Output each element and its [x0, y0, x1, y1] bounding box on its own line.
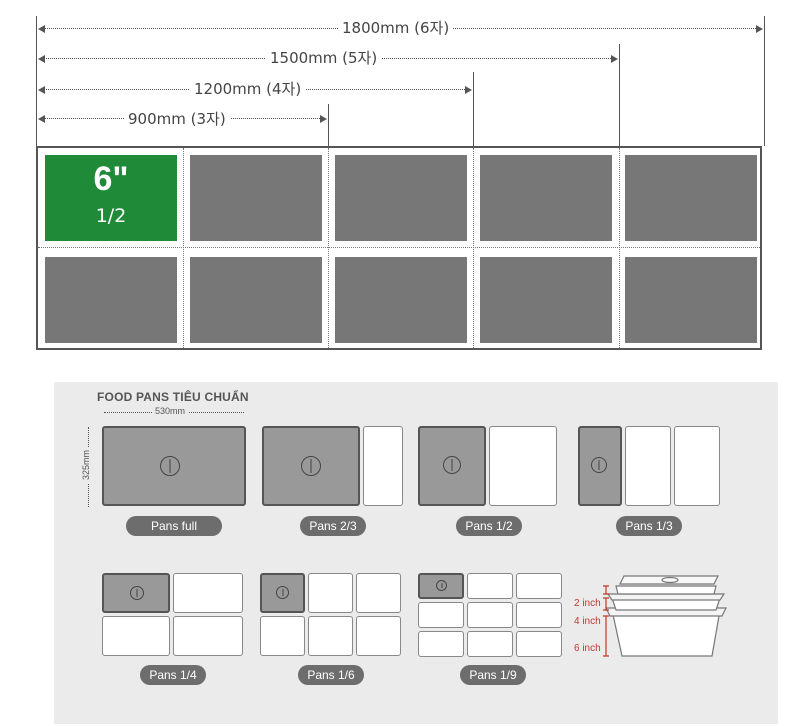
pan-slot-empty	[625, 426, 671, 506]
handle-icon	[130, 586, 144, 600]
pan-slot-empty	[467, 573, 513, 599]
pan-label-1-6: Pans 1/6	[298, 665, 364, 685]
guide-line-0	[36, 16, 37, 146]
pan-slot-empty	[173, 616, 243, 656]
arrow-left-icon	[38, 86, 45, 94]
dim-1200-label: 1200mm (4자)	[190, 80, 306, 98]
depth-label-2: 2 inch	[574, 598, 601, 609]
food-pans-panel: FOOD PANS TIÊU CHUẨN 530mm 325mm Pans fu…	[54, 382, 778, 724]
pan-label-1-9: Pans 1/9	[460, 665, 526, 685]
pan-slot	[335, 257, 467, 343]
guide-line-1500	[619, 44, 620, 146]
pan-label-2-3: Pans 2/3	[300, 516, 366, 536]
pan-slot	[625, 257, 757, 343]
pan-slot-empty	[674, 426, 720, 506]
pan-slot-empty	[516, 573, 562, 599]
bay-divider	[183, 148, 184, 348]
arrow-right-icon	[756, 25, 763, 33]
arrow-left-icon	[38, 55, 45, 63]
pan-depth-label: 6"	[93, 160, 129, 198]
pan-slot-empty	[516, 602, 562, 628]
dim-900-label: 900mm (3자)	[124, 110, 230, 128]
pan-slot-empty	[418, 602, 464, 628]
pan-slot-empty	[467, 631, 513, 657]
handle-icon	[591, 457, 607, 473]
handle-icon	[436, 580, 447, 591]
handle-icon	[301, 456, 321, 476]
pan-slot-empty	[260, 616, 305, 656]
pan-depth-illustration	[603, 575, 727, 657]
arrow-right-icon	[320, 115, 327, 123]
pan-1-3-diagram	[578, 426, 622, 506]
pan-2-3-diagram	[262, 426, 360, 506]
pan-slot	[190, 155, 322, 241]
dim-1500-label: 1500mm (5자)	[266, 49, 382, 67]
bay-divider	[473, 148, 474, 348]
arrow-left-icon	[38, 25, 45, 33]
handle-icon	[443, 456, 461, 474]
pan-label-full: Pans full	[126, 516, 222, 536]
pan-slot-empty	[102, 616, 170, 656]
pan-1-4-diagram	[102, 573, 170, 613]
pan-slot-empty	[467, 602, 513, 628]
handle-icon	[276, 586, 289, 599]
pan-1-2-diagram	[418, 426, 486, 506]
pan-label-1-3: Pans 1/3	[616, 516, 682, 536]
pan-bay: 6" 1/2	[36, 146, 762, 350]
pan-full-diagram	[102, 426, 246, 506]
guide-line-900	[328, 104, 329, 146]
pan-slot-empty	[356, 616, 401, 656]
pan-slot-empty	[308, 616, 353, 656]
pan-label-1-2: Pans 1/2	[456, 516, 522, 536]
pan-slot-empty	[356, 573, 401, 613]
bay-divider	[328, 148, 329, 348]
pan-slot	[625, 155, 757, 241]
depth-label-4: 4 inch	[574, 616, 601, 627]
pan-slot-empty	[489, 426, 557, 506]
pan-slot-empty	[418, 631, 464, 657]
pan-1-6-diagram	[260, 573, 305, 613]
bay-divider	[619, 148, 620, 348]
dim-1800-label: 1800mm (6자)	[338, 19, 454, 37]
pan-1-9-diagram	[418, 573, 464, 599]
guide-line-1200	[473, 72, 474, 146]
bay-row-divider	[38, 247, 760, 248]
panel-title: FOOD PANS TIÊU CHUẨN	[97, 390, 249, 404]
pan-slot-empty	[516, 631, 562, 657]
pan-slot	[335, 155, 467, 241]
width-label: 530mm	[152, 406, 189, 416]
pan-slot	[480, 257, 612, 343]
pan-slot	[45, 257, 177, 343]
pan-slot	[480, 155, 612, 241]
arrow-right-icon	[465, 86, 472, 94]
arrow-right-icon	[611, 55, 618, 63]
pan-label-1-4: Pans 1/4	[140, 665, 206, 685]
guide-line-1800	[764, 16, 765, 146]
pan-slot	[190, 257, 322, 343]
pan-slot-empty	[308, 573, 353, 613]
arrow-left-icon	[38, 115, 45, 123]
highlighted-pan: 6" 1/2	[45, 155, 177, 241]
pan-slot-empty	[363, 426, 403, 506]
handle-icon	[160, 456, 180, 476]
pan-slot-empty	[173, 573, 243, 613]
height-label: 325mm	[81, 446, 92, 484]
depth-label-6: 6 inch	[574, 643, 601, 654]
pan-size-label: 1/2	[95, 205, 127, 227]
